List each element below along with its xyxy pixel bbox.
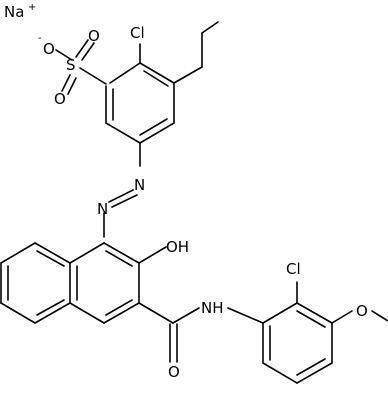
carbonyl-oxygen-label: O xyxy=(168,363,180,381)
hydroxyl-bond xyxy=(138,246,167,264)
methoxy-oxygen-label: O xyxy=(356,302,368,320)
oxide-charge: - xyxy=(38,33,42,44)
sulfonyl-oxygen-bottom: O xyxy=(54,90,66,108)
upper-ring xyxy=(105,62,175,144)
amide-nitrogen-label: NH xyxy=(201,299,224,317)
azo-nitrogen-2: N xyxy=(97,200,108,218)
azo-nitrogen-1: N xyxy=(134,176,145,194)
oxide-label: O xyxy=(43,40,55,58)
sulfonyl-oxygen-top: O xyxy=(88,27,100,45)
azo-linkage xyxy=(103,142,141,238)
amide-group xyxy=(138,302,200,363)
naphthalene-left-ring xyxy=(0,242,71,324)
sulfonate-group xyxy=(55,39,107,95)
sodium-label: Na xyxy=(4,3,24,21)
sodium-charge: + xyxy=(28,2,36,13)
methoxy-group xyxy=(331,310,388,324)
sulfur-label: S xyxy=(66,56,76,74)
ethyl-group xyxy=(173,21,219,84)
hydroxyl-label: OH xyxy=(166,238,189,256)
chlorine-label-top: Cl xyxy=(130,24,145,42)
naphthalene-right-ring xyxy=(69,242,140,324)
lower-ring xyxy=(227,302,333,384)
chlorine-label-bottom: Cl xyxy=(286,260,301,278)
